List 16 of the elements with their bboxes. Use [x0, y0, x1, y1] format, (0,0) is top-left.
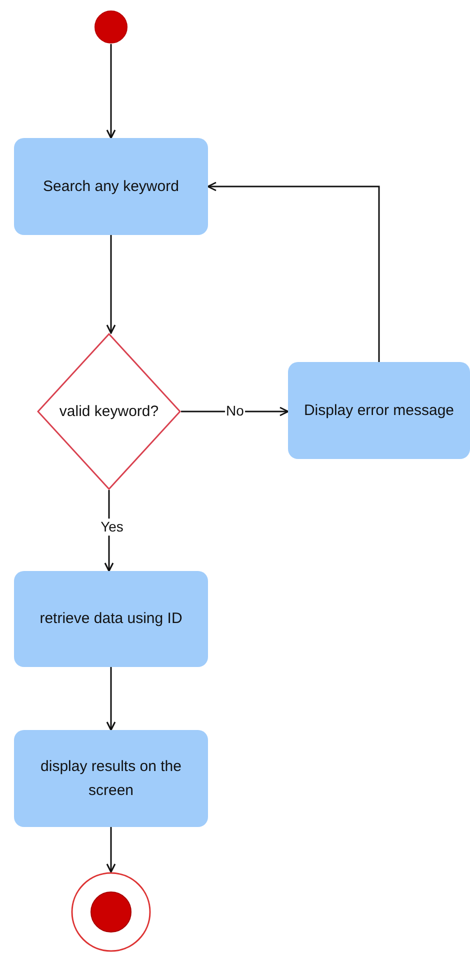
edge-label: Yes [100, 518, 124, 536]
process-box [288, 362, 470, 459]
process-box [14, 138, 208, 235]
arrow [106, 44, 116, 139]
node-label: display results on the screen [40, 757, 182, 800]
process-box [14, 571, 208, 667]
node-label: valid keyword? [59, 402, 159, 422]
arrow [207, 182, 380, 362]
node-label: Display error message [304, 400, 454, 421]
arrow [106, 235, 116, 334]
process-box [14, 730, 208, 827]
arrow [106, 667, 116, 731]
node-label: Search any keyword [43, 176, 179, 197]
arrow [181, 406, 289, 416]
arrow [106, 827, 116, 873]
node-label: retrieve data using ID [40, 609, 182, 630]
